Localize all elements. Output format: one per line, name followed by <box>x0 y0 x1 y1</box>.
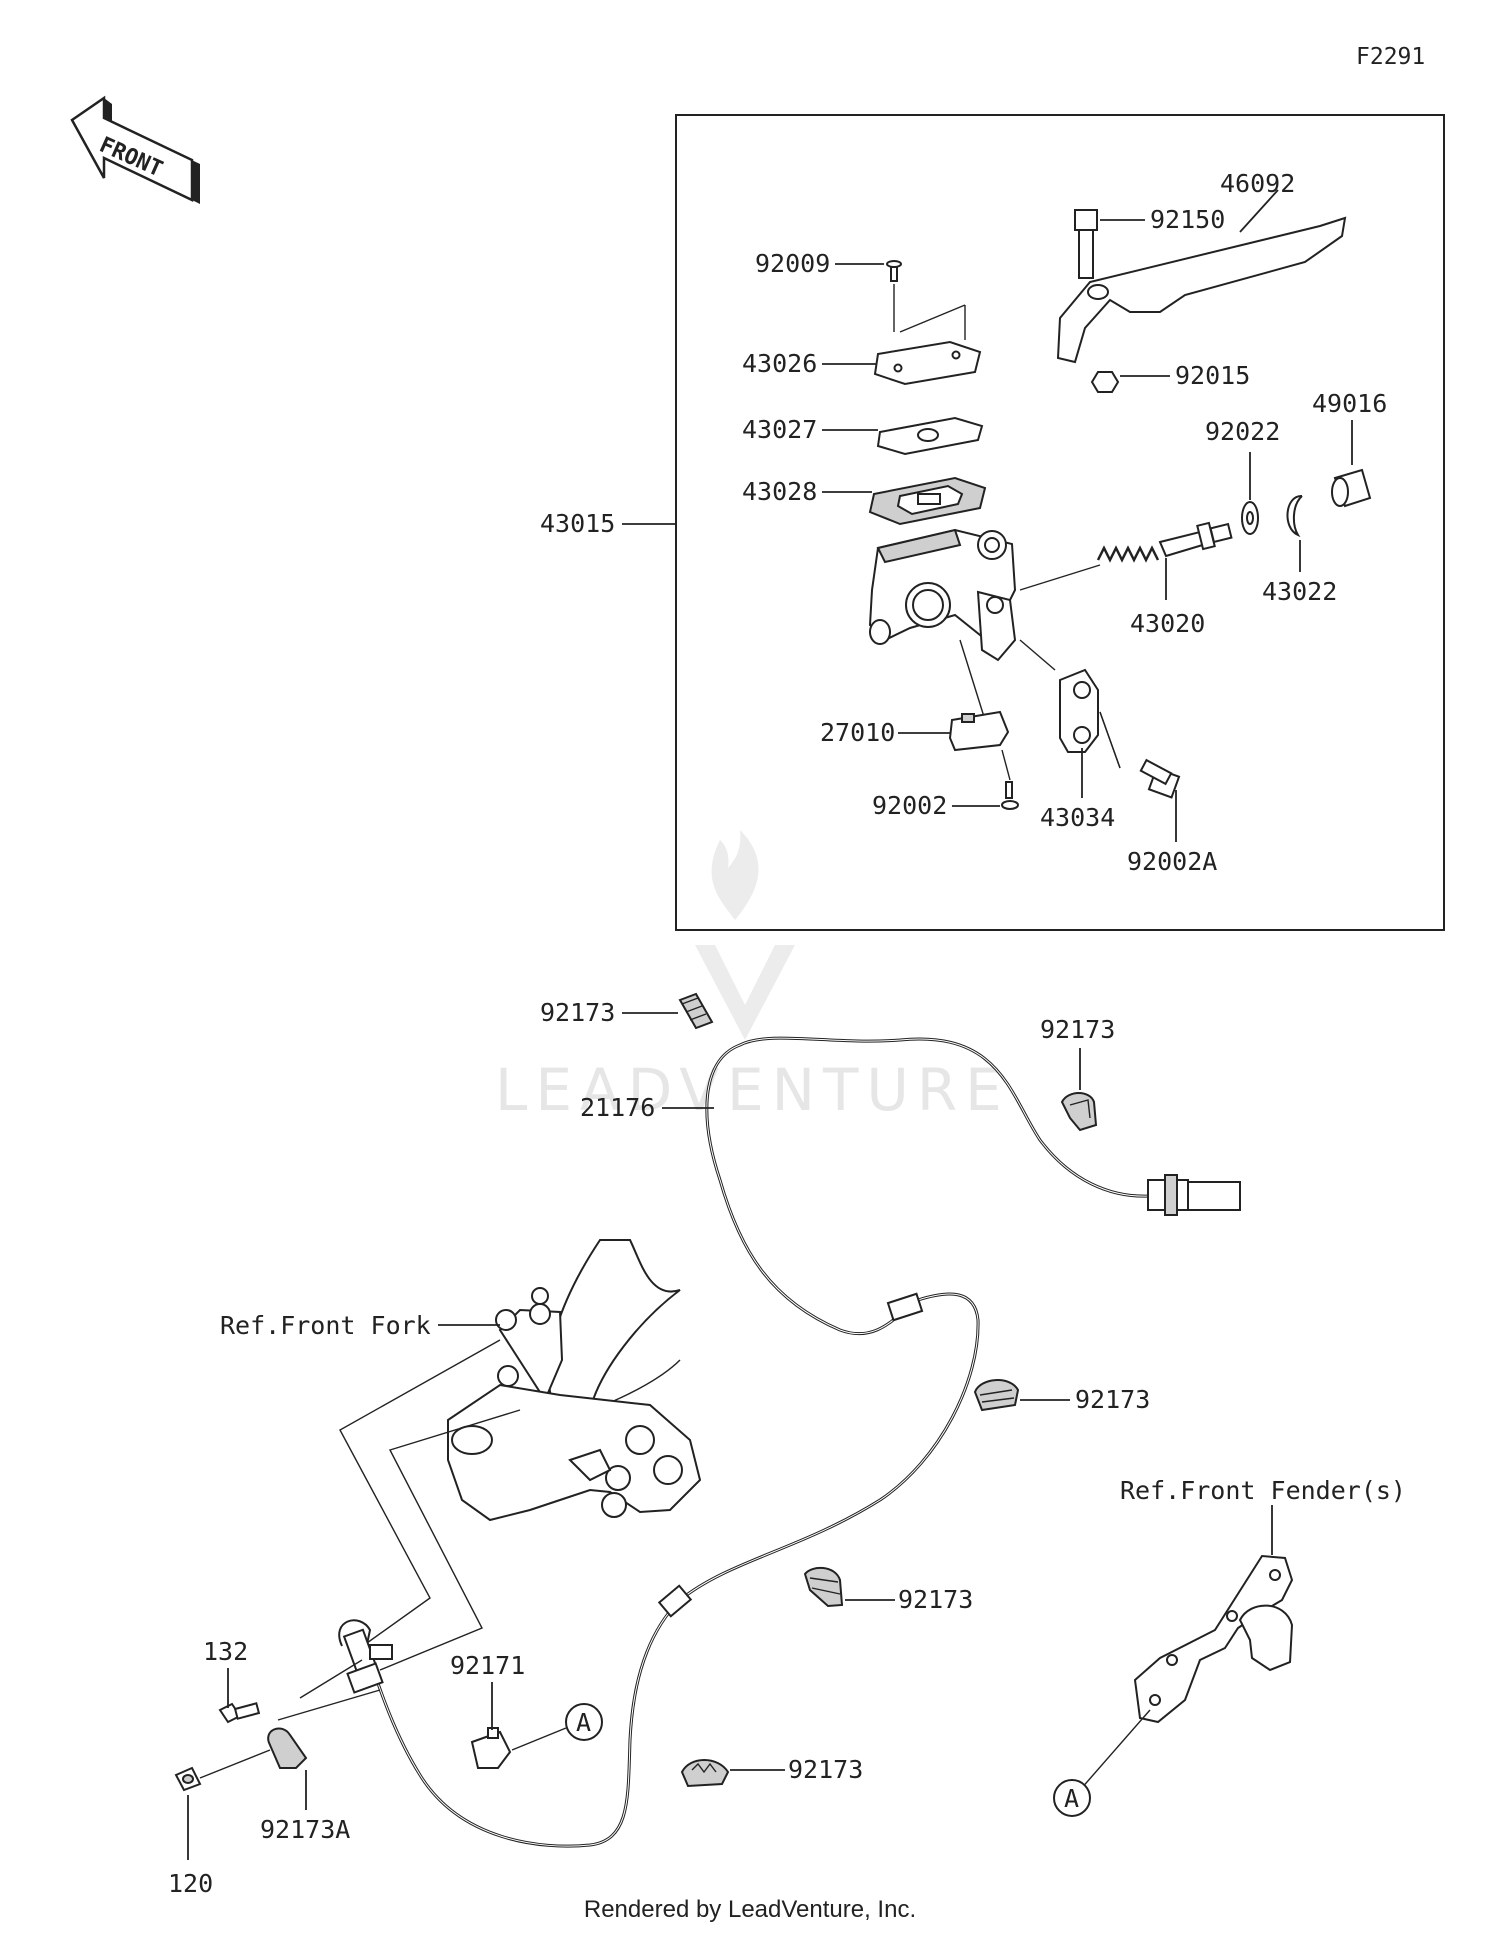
ref-front-fender[interactable]: Ref.Front Fender(s) <box>1120 1476 1406 1505</box>
label-92171[interactable]: 92171 <box>450 1651 525 1680</box>
brake-lever[interactable] <box>1056 216 1347 364</box>
piston-spring[interactable] <box>1096 521 1233 563</box>
brake-light-switch[interactable] <box>948 710 1010 752</box>
label-92173-top[interactable]: 92173 <box>540 998 615 1027</box>
footer-credit: Rendered by LeadVenture, Inc. <box>583 1896 917 1923</box>
callout-circle-a2 <box>1053 1779 1091 1817</box>
label-43028[interactable]: 43028 <box>742 477 817 506</box>
watermark: LEADVENTURE <box>495 830 1010 1124</box>
cable-clip-3[interactable] <box>973 1379 1020 1412</box>
pivot-bolt[interactable] <box>1074 209 1098 279</box>
front-fender-bracket <box>1133 1554 1294 1724</box>
label-43027[interactable]: 43027 <box>742 415 817 444</box>
label-46092[interactable]: 46092 <box>1220 169 1295 198</box>
cable-grommet-2[interactable] <box>657 1584 693 1618</box>
cable-clamp[interactable] <box>267 1727 308 1769</box>
switch-screw[interactable] <box>1001 781 1019 810</box>
label-92173A[interactable]: 92173A <box>260 1815 350 1844</box>
diaphragm[interactable] <box>868 476 987 526</box>
label-43022[interactable]: 43022 <box>1262 577 1337 606</box>
handlebar-clamp[interactable] <box>1059 668 1099 753</box>
assembly-frame <box>675 114 1445 931</box>
grommet-92171[interactable] <box>470 1727 512 1769</box>
callout-circle-a1 <box>565 1703 603 1741</box>
front-arrow-icon: FRONT <box>70 95 200 204</box>
figure-code: F2291 <box>1356 44 1426 70</box>
label-92173-right[interactable]: 92173 <box>1040 1015 1115 1044</box>
label-92009[interactable]: 92009 <box>755 249 830 278</box>
label-92173-mid[interactable]: 92173 <box>1075 1385 1150 1414</box>
label-92173-lower[interactable]: 92173 <box>898 1585 973 1614</box>
label-120[interactable]: 120 <box>168 1869 213 1898</box>
ref-front-fork[interactable]: Ref.Front Fork <box>220 1311 431 1340</box>
label-43034[interactable]: 43034 <box>1040 803 1115 832</box>
cable-clip-4[interactable] <box>803 1566 844 1608</box>
master-cylinder-body[interactable] <box>868 528 1017 662</box>
watermark-text: LEADVENTURE <box>495 1056 1010 1124</box>
circlip[interactable] <box>1286 494 1303 538</box>
cable-connector[interactable] <box>1147 1174 1241 1216</box>
label-43026[interactable]: 43026 <box>742 349 817 378</box>
label-132[interactable]: 132 <box>203 1637 248 1666</box>
label-92173-bottom[interactable]: 92173 <box>788 1755 863 1784</box>
wheel-speed-sensor[interactable] <box>338 1619 393 1694</box>
cap-screw[interactable] <box>886 260 902 282</box>
label-43020[interactable]: 43020 <box>1130 609 1205 638</box>
cable-grommet-1[interactable] <box>886 1292 924 1322</box>
callout-letter-a2: A <box>1064 1784 1079 1813</box>
label-92002[interactable]: 92002 <box>872 791 947 820</box>
label-21176[interactable]: 21176 <box>580 1093 655 1122</box>
label-92022[interactable]: 92022 <box>1205 417 1280 446</box>
sensor-bolt[interactable] <box>218 1702 261 1724</box>
label-92015[interactable]: 92015 <box>1175 361 1250 390</box>
reservoir-cap[interactable] <box>873 340 982 386</box>
label-49016[interactable]: 49016 <box>1312 389 1387 418</box>
clamp-bolt[interactable] <box>1139 758 1181 799</box>
label-43015[interactable]: 43015 <box>540 509 615 538</box>
dust-boot[interactable] <box>1331 468 1372 508</box>
pivot-nut[interactable] <box>1090 371 1120 393</box>
label-92150[interactable]: 92150 <box>1150 205 1225 234</box>
cable-clip-1[interactable] <box>678 992 714 1030</box>
washer[interactable] <box>1241 501 1259 535</box>
cable-clip-2[interactable] <box>1060 1092 1098 1132</box>
clamp-bolt-small[interactable] <box>174 1766 202 1792</box>
callout-letter-a1: A <box>576 1708 591 1737</box>
label-92002A[interactable]: 92002A <box>1127 847 1217 876</box>
cable-clip-5[interactable] <box>680 1759 730 1788</box>
front-fork <box>447 1239 702 1522</box>
diaphragm-plate[interactable] <box>876 416 984 456</box>
label-27010[interactable]: 27010 <box>820 718 895 747</box>
